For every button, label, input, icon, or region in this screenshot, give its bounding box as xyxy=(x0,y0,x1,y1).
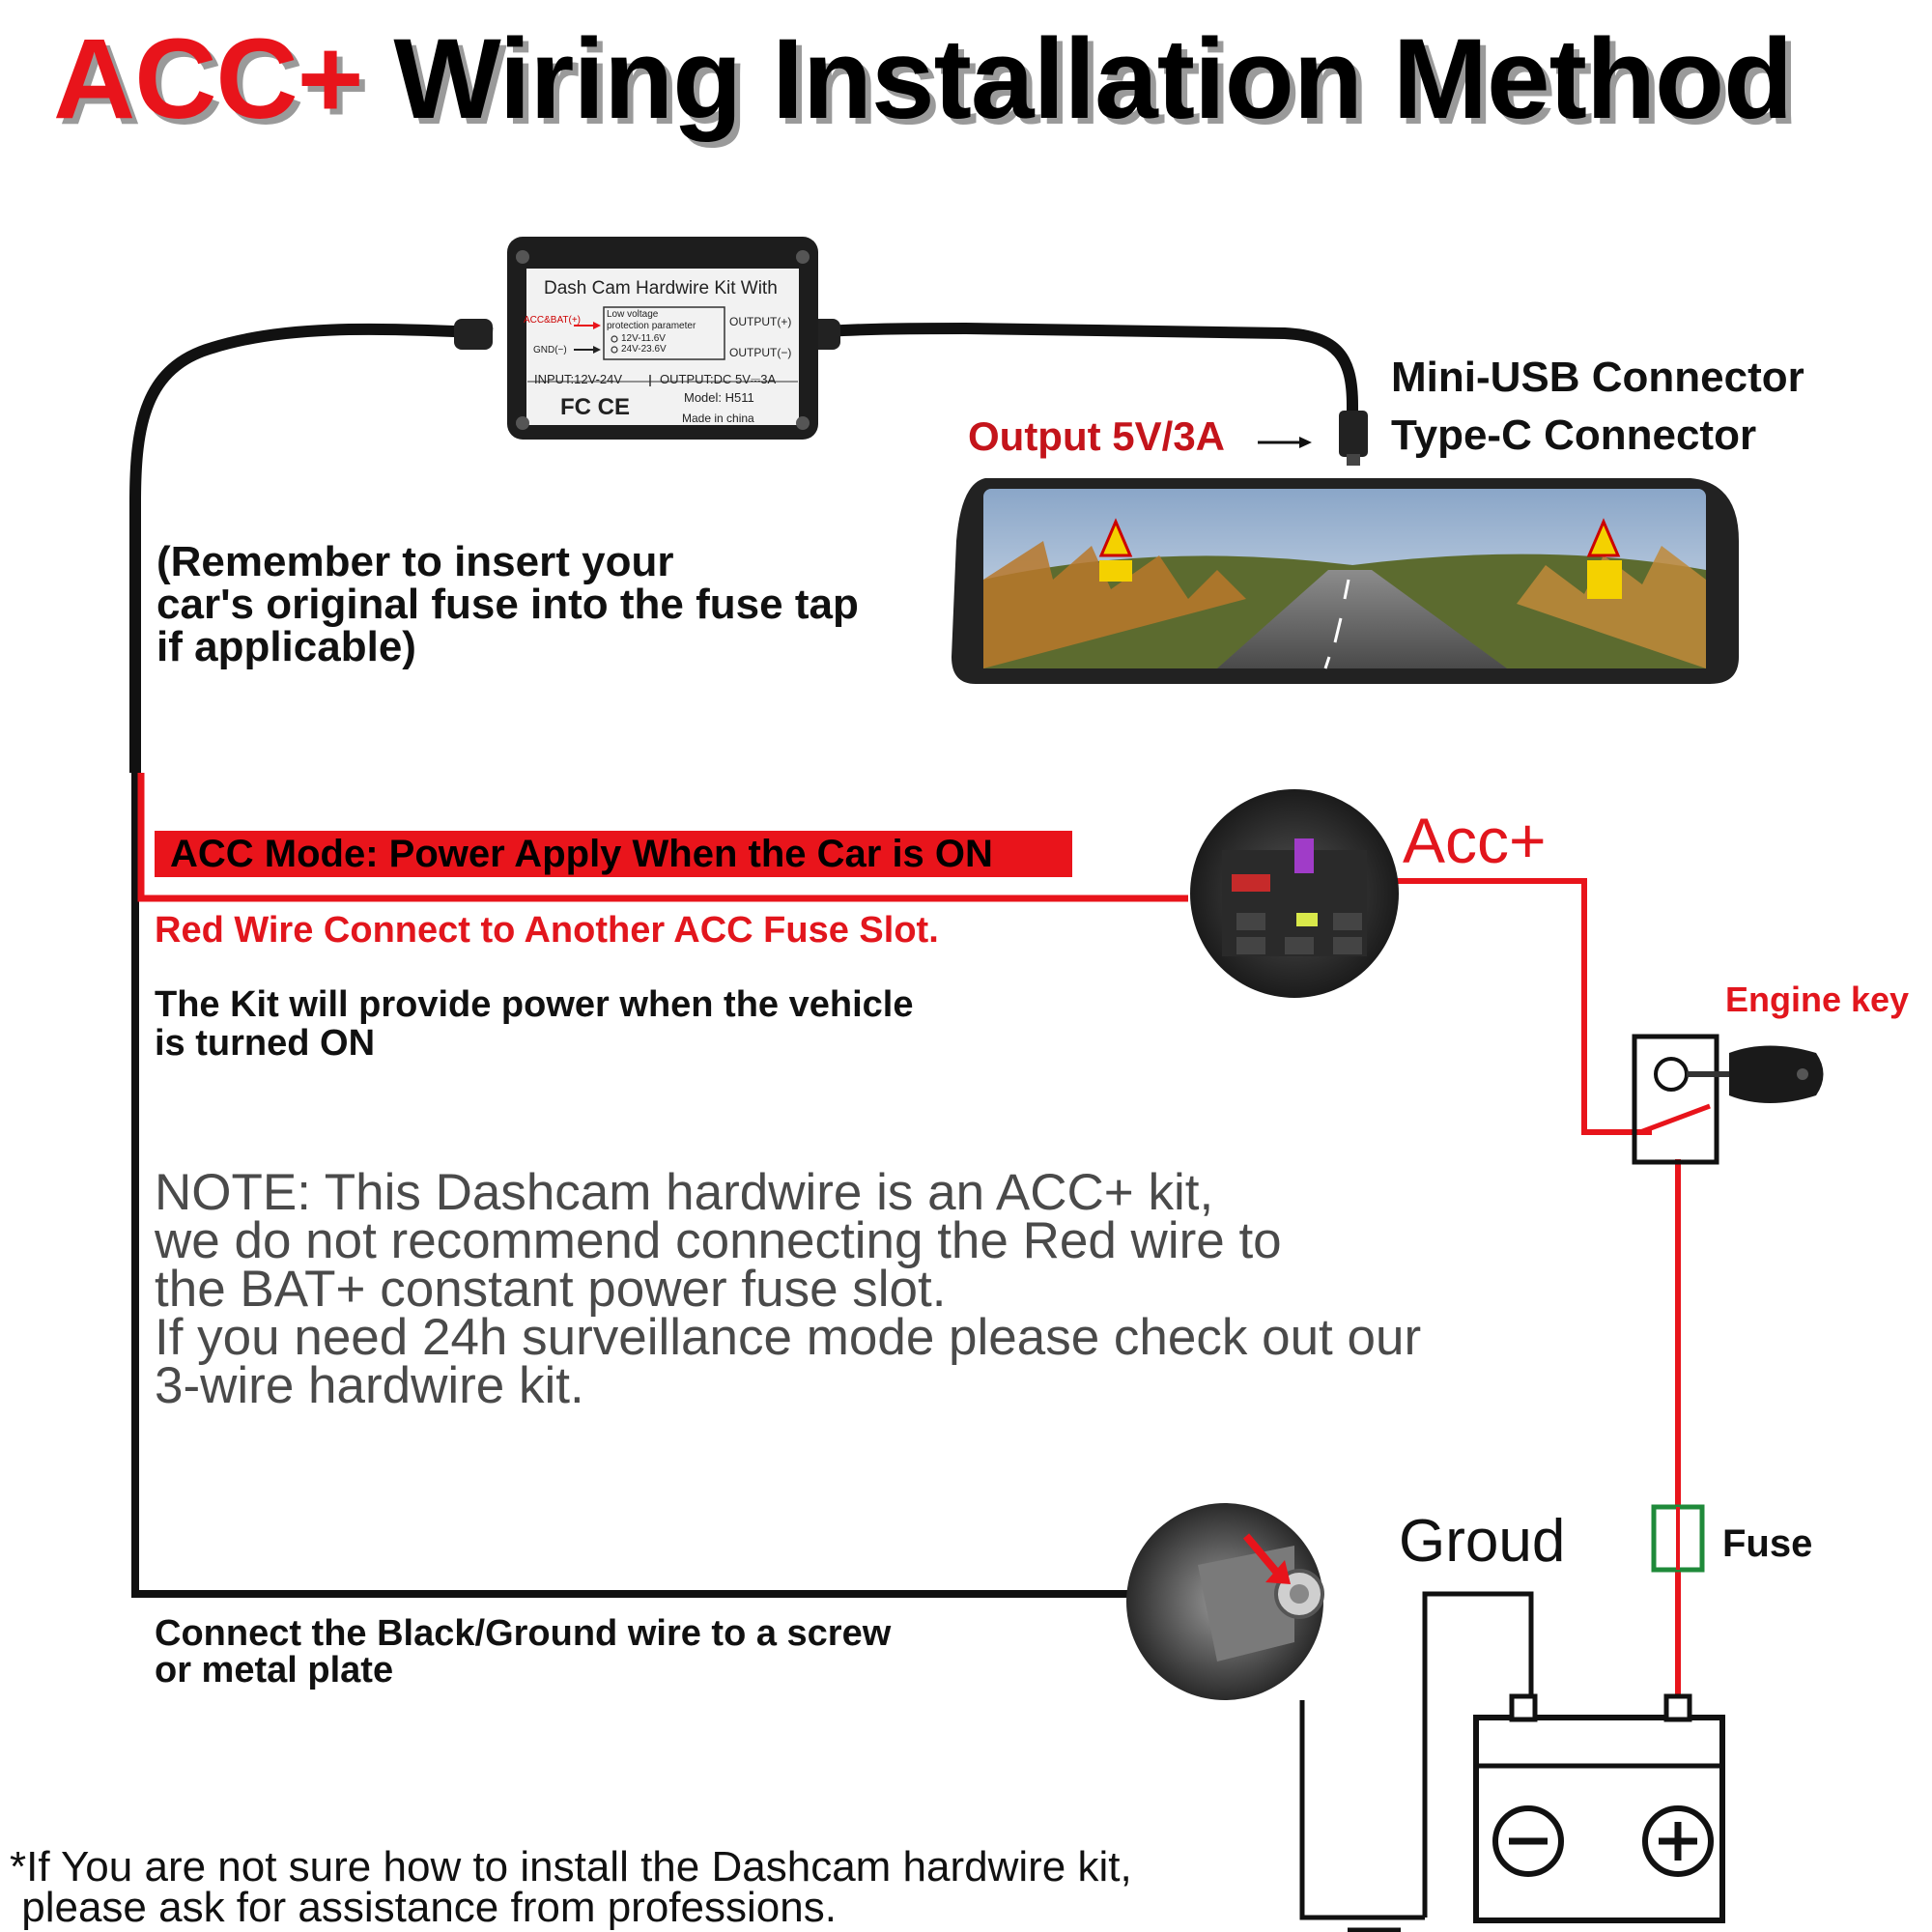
red-acc-wire-right xyxy=(1391,878,1652,1135)
ground-wiring xyxy=(1299,1591,1534,1920)
fuse-reminder-line-3: if applicable) xyxy=(156,623,416,670)
kit-input-spec: INPUT:12V-24V xyxy=(534,372,623,386)
title-rest: Wiring Installation Method xyxy=(393,15,1793,143)
note-block: NOTE: This Dashcam hardwire is an ACC+ k… xyxy=(155,1164,1422,1414)
output-cable xyxy=(801,322,1358,425)
footer-line-1: *If You are not sure how to install the … xyxy=(10,1843,1132,1890)
kit-output-plus: OUTPUT(+) xyxy=(729,315,792,328)
footer-line-2: please ask for assistance from professio… xyxy=(10,1884,837,1931)
ground-instruction: Connect the Black/Ground wire to a screw… xyxy=(155,1615,891,1689)
fuse-label: Fuse xyxy=(1722,1522,1813,1565)
output-label: Output 5V/3A xyxy=(968,413,1226,459)
acc-plus-label: Acc+ xyxy=(1403,805,1547,876)
engine-key-switch xyxy=(1632,1034,1824,1165)
kit-power-line-1: The Kit will provide power when the vehi… xyxy=(155,984,914,1025)
black-main-wire xyxy=(129,323,494,773)
note-line-1: NOTE: This Dashcam hardwire is an ACC+ k… xyxy=(155,1164,1214,1221)
ground-instruction-line-2: or metal plate xyxy=(155,1650,394,1690)
ground-instruction-line-1: Connect the Black/Ground wire to a screw xyxy=(155,1613,892,1654)
acc-mode-banner: ACC Mode: Power Apply When the Car is ON xyxy=(155,831,1072,877)
kit-range-2: 24V-23.6V xyxy=(621,344,667,355)
fuse-reminder: (Remember to insert your car's original … xyxy=(156,541,859,668)
black-ground-wire xyxy=(131,773,1212,1598)
kit-cert-marks: FC CE xyxy=(560,394,630,420)
fuse-reminder-line-2: car's original fuse into the fuse tap xyxy=(156,581,859,628)
red-acc-wire xyxy=(137,773,1188,902)
kit-gnd-label: GND(−) xyxy=(533,345,567,355)
kit-output-minus: OUTPUT(−) xyxy=(729,346,792,359)
inline-fuse xyxy=(1651,1504,1705,1573)
title-accent: ACC+ xyxy=(53,15,364,143)
kit-low-voltage-2: protection parameter xyxy=(607,321,696,331)
hardwire-kit-box xyxy=(454,237,840,440)
page-title: ACC+ Wiring Installation Method xyxy=(53,15,1793,143)
note-line-3: the BAT+ constant power fuse slot. xyxy=(155,1261,947,1318)
kit-model: Model: H511 xyxy=(684,390,754,405)
kit-acc-bat-label: ACC&BAT(+) xyxy=(524,315,581,326)
engine-key-label: Engine key xyxy=(1725,980,1910,1019)
kit-power-text: The Kit will provide power when the vehi… xyxy=(155,985,913,1063)
ground-screw-photo xyxy=(1126,1503,1324,1700)
kit-heading: Dash Cam Hardwire Kit With xyxy=(544,278,778,298)
note-line-5: 3-wire hardwire kit. xyxy=(155,1357,584,1414)
type-c-label: Type-C Connector xyxy=(1391,412,1757,459)
kit-power-line-2: is turned ON xyxy=(155,1023,376,1064)
kit-output-spec: OUTPUT:DC 5V⎓3A xyxy=(660,372,777,386)
mirror-dashcam xyxy=(952,478,1739,684)
note-line-2: we do not recommend connecting the Red w… xyxy=(155,1212,1282,1269)
kit-made-in: Made in china xyxy=(682,412,754,425)
red-wire-instruction: Red Wire Connect to Another ACC Fuse Slo… xyxy=(155,910,939,951)
kit-range-1: 12V-11.6V xyxy=(621,333,666,344)
footer-disclaimer: *If You are not sure how to install the … xyxy=(10,1843,1132,1931)
note-line-4: If you need 24h surveillance mode please… xyxy=(155,1309,1422,1366)
fuse-box-photo xyxy=(1190,789,1399,998)
mini-usb-label: Mini-USB Connector xyxy=(1391,354,1804,401)
ground-label: Groud xyxy=(1399,1508,1566,1575)
usb-connector-plug xyxy=(1339,411,1368,457)
fuse-reminder-line-1: (Remember to insert your xyxy=(156,538,674,585)
battery xyxy=(1473,1693,1725,1923)
kit-low-voltage-1: Low voltage xyxy=(607,309,659,320)
